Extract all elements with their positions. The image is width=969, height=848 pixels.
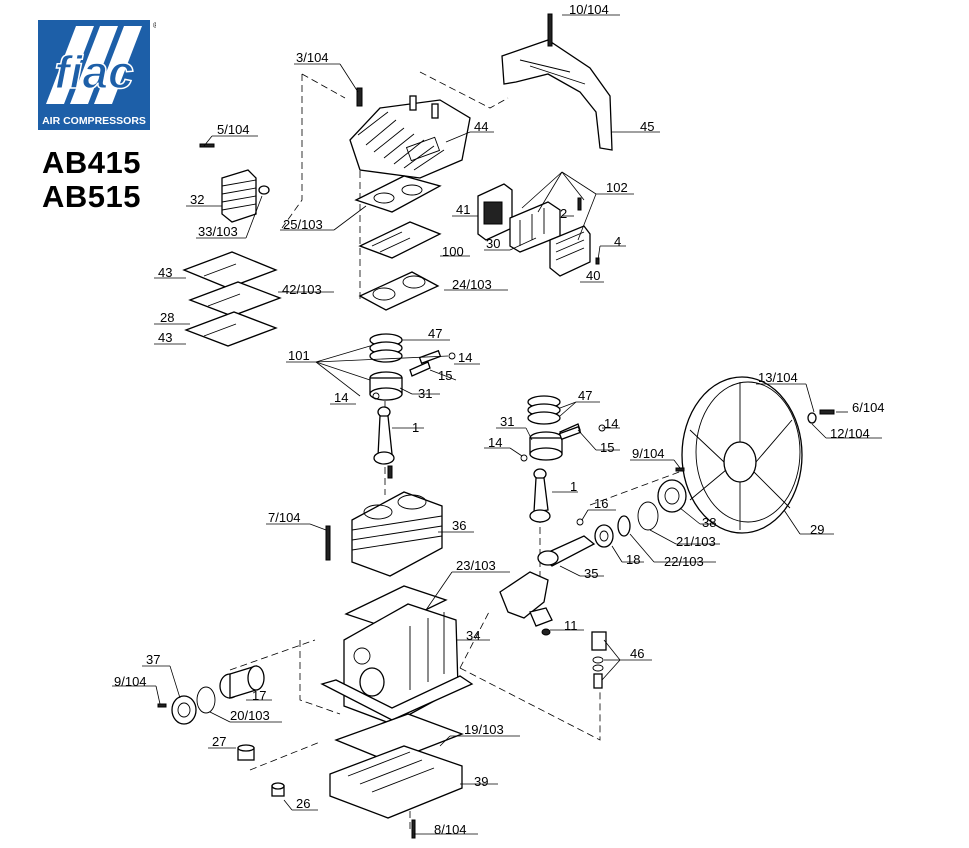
logo-word: fiac: [54, 46, 133, 98]
label-16: 16: [594, 496, 608, 511]
logo-tagline: AIR COMPRESSORS: [42, 115, 146, 127]
label-12-104: 12/104: [830, 426, 870, 441]
part-24-gasket: [358, 271, 440, 311]
label-3-104: 3/104: [296, 50, 329, 65]
part-37-side-cover: [157, 695, 197, 725]
label-15a: 15: [438, 368, 452, 383]
part-47-rings-right: [527, 395, 561, 425]
part-20-o-ring: [196, 686, 216, 714]
model-ab415: AB415: [42, 145, 141, 180]
label-39: 39: [474, 774, 488, 789]
label-31a: 31: [418, 386, 432, 401]
label-20-103: 20/103: [230, 708, 270, 723]
part-43-42-28-valves: [182, 251, 282, 347]
label-2: 2: [560, 206, 567, 221]
part-100-valve-plate: [358, 221, 442, 259]
label-29: 29: [810, 522, 824, 537]
label-6-104: 6/104: [852, 400, 885, 415]
label-45: 45: [640, 119, 654, 134]
label-28: 28: [160, 310, 174, 325]
label-100: 100: [442, 244, 464, 259]
leader-lines: [112, 14, 882, 835]
model-ab515: AB515: [42, 179, 141, 214]
label-11: 11: [564, 618, 578, 633]
label-36: 36: [452, 518, 466, 533]
label-23-103: 23/103: [456, 558, 496, 573]
label-34: 34: [466, 628, 480, 643]
label-37: 37: [146, 652, 160, 667]
part-34-crankcase: [320, 603, 474, 725]
label-102: 102: [606, 180, 628, 195]
part-39-sump-cover: [329, 745, 463, 839]
label-25-103: 25/103: [283, 217, 323, 232]
label-8-104: 8/104: [434, 822, 467, 837]
label-40: 40: [586, 268, 600, 283]
part-27-plug: [237, 744, 255, 761]
label-9-104b: 9/104: [114, 674, 147, 689]
part-18-bearing: [594, 524, 614, 548]
part-22-21-rings: [617, 501, 659, 537]
part-31-piston-left: [369, 361, 431, 401]
part-45-belt-guard: [501, 13, 613, 151]
label-42-103: 42/103: [282, 282, 322, 297]
label-22-103: 22/103: [664, 554, 704, 569]
label-14c: 14: [604, 416, 618, 431]
part-26-plug: [271, 782, 285, 797]
label-9-104a: 9/104: [632, 446, 665, 461]
part-47-rings-left: [369, 333, 403, 363]
label-15b: 15: [600, 440, 614, 455]
label-17: 17: [252, 688, 266, 703]
part-17-bearing: [219, 665, 265, 699]
label-101: 101: [288, 348, 310, 363]
label-14a: 14: [458, 350, 472, 365]
label-1b: 1: [570, 479, 577, 494]
part-29-flywheel: [681, 376, 835, 534]
label-38: 38: [702, 515, 716, 530]
label-4: 4: [614, 234, 621, 249]
label-18: 18: [626, 552, 640, 567]
part-40-filter-cover: [549, 197, 600, 277]
label-24-103: 24/103: [452, 277, 492, 292]
label-47b: 47: [578, 388, 592, 403]
label-46: 46: [630, 646, 644, 661]
label-27: 27: [212, 734, 226, 749]
label-43b: 43: [158, 330, 172, 345]
label-13-104: 13/104: [758, 370, 798, 385]
label-7-104: 7/104: [268, 510, 301, 525]
part-labels: 10/104 3/104 44 45 5/104 32 33/103 25/10…: [114, 2, 885, 837]
part-41-filter-housing: [477, 183, 513, 241]
label-10-104: 10/104: [569, 2, 609, 17]
part-1-connecting-rod-left: [373, 406, 395, 479]
part-44-cylinder-head: [349, 87, 471, 179]
label-43a: 43: [158, 265, 172, 280]
label-31b: 31: [500, 414, 514, 429]
part-38-bearing-cover: [657, 479, 687, 513]
label-32: 32: [190, 192, 204, 207]
part-19-gasket: [334, 713, 464, 763]
label-26: 26: [296, 796, 310, 811]
label-44: 44: [474, 119, 488, 134]
label-5-104: 5/104: [217, 122, 250, 137]
label-30: 30: [486, 236, 500, 251]
label-14b: 14: [334, 390, 348, 405]
fiac-logo: fiac AIR COMPRESSORS ®: [38, 20, 159, 130]
label-47a: 47: [428, 326, 442, 341]
label-1a: 1: [412, 420, 419, 435]
part-46-oil-level-parts: [591, 631, 607, 689]
part-1-connecting-rod-right: [529, 468, 551, 523]
part-35-crankshaft: [499, 535, 596, 636]
part-36-cylinder: [325, 491, 443, 577]
label-21-103: 21/103: [676, 534, 716, 549]
label-14d: 14: [488, 435, 502, 450]
part-32-head-spacer: [199, 143, 270, 223]
label-19-103: 19/103: [464, 722, 504, 737]
part-25-gasket: [354, 175, 442, 213]
label-33-103: 33/103: [198, 224, 238, 239]
label-35: 35: [584, 566, 598, 581]
label-41: 41: [456, 202, 470, 217]
